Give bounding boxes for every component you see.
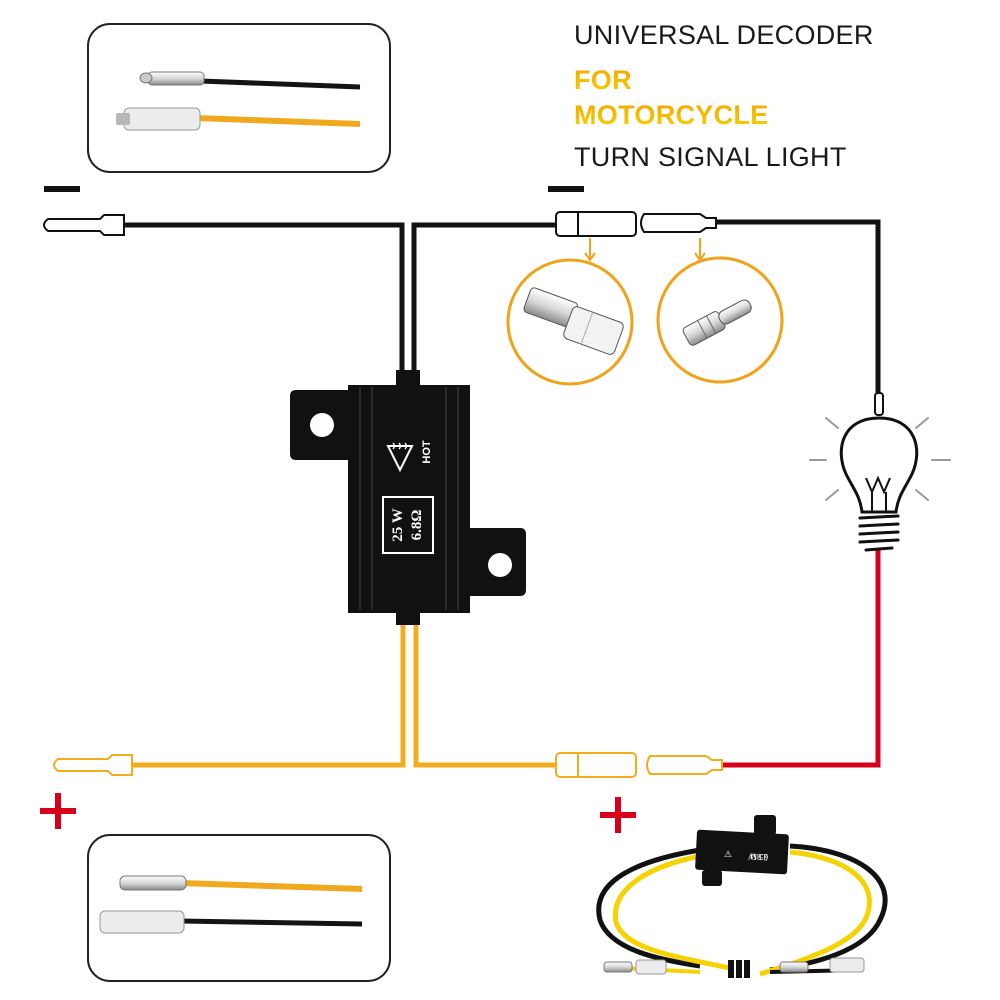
positive-mark-left [40, 793, 76, 829]
svg-text:⚠: ⚠ [724, 849, 732, 859]
svg-text:MOTORCYCLE: MOTORCYCLE [574, 100, 769, 130]
male-bullet-connector-bottom-left [53, 754, 133, 776]
product-resistance-label: 6.8Ω [750, 852, 769, 863]
title-line-universal-decoder: UNIVERSAL DECODER [574, 20, 874, 50]
female-bullet-photo [116, 107, 201, 131]
female-connector-icon [523, 287, 624, 355]
male-connector-callout [656, 238, 784, 384]
bulb-icon [809, 392, 951, 552]
male-bullet-connector-top [640, 213, 717, 233]
male-bullet-photo [139, 71, 205, 86]
decoder-resistor: HOT 25 W 6.8Ω [290, 370, 526, 625]
positive-mark-right [600, 797, 636, 833]
power-rating: 25 W [390, 508, 406, 541]
female-connector-callout [506, 238, 634, 386]
negative-mark-left [44, 186, 80, 192]
inset-negative-connectors [87, 23, 391, 173]
male-bullet-connector-bottom [646, 755, 723, 775]
male-bullet-connector-top-left [43, 214, 125, 236]
red-wire [722, 548, 881, 768]
male-connector-icon [682, 299, 752, 346]
svg-text:FOR: FOR [574, 65, 632, 95]
title-line-turn-signal-light: TURN SIGNAL LIGHT [574, 142, 847, 172]
title-line-for: FOR [574, 65, 632, 95]
female-bullet-connector-top [555, 211, 637, 237]
product-power-label: 25 W [747, 851, 768, 862]
title-line-motorcycle: MOTORCYCLE [574, 100, 769, 130]
negative-mark-right [548, 186, 584, 192]
resistance-rating: 6.8Ω [409, 510, 425, 541]
black-wire-negative [117, 219, 881, 398]
hot-label: HOT [421, 440, 433, 464]
inset-positive-connectors [87, 834, 391, 982]
hot-warning-icon [386, 442, 414, 473]
decoder-product-photo: ⚠ 25 W 6.8Ω [596, 815, 888, 978]
rating-box [382, 496, 434, 554]
yellow-wire-positive [127, 619, 563, 768]
female-bullet-connector-bottom [555, 752, 637, 778]
